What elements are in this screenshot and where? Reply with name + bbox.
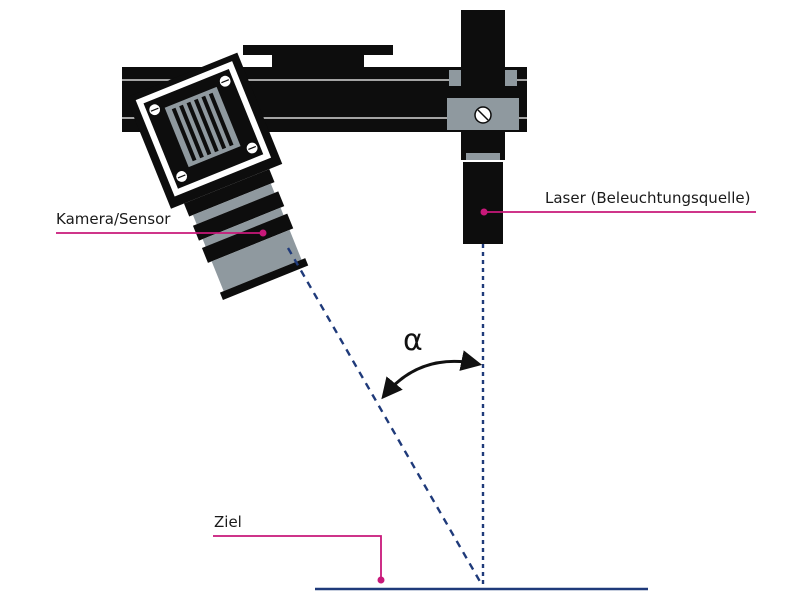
laser-label: Laser (Beleuchtungsquelle) [545,189,750,207]
target-callout-dot [377,576,385,584]
target-callout: Ziel [213,513,385,584]
laser-callout: Laser (Beleuchtungsquelle) [480,189,756,216]
camera-callout: Kamera/Sensor [56,210,267,237]
camera-view-line [286,247,484,586]
camera-assembly [126,52,309,300]
screw-icon [175,169,189,184]
angle-arc [381,350,483,400]
screw-icon [474,106,492,124]
camera-heatsink [164,86,241,168]
camera-label: Kamera/Sensor [56,210,171,228]
screw-icon [218,74,232,88]
angle-label: α [403,323,423,358]
rail-top-plate [243,45,393,55]
laser-callout-dot [480,208,488,216]
laser-neck-ring [466,153,500,160]
screw-icon [245,141,259,155]
target-label: Ziel [214,513,242,531]
laser-clamp-left-tab [449,70,461,86]
laser-emitter-head [463,162,503,244]
laser-lower-body [464,130,502,155]
screw-icon [148,103,162,117]
rail-mount-block [272,55,364,69]
laser-clamp-plate [447,86,519,98]
target-callout-line [213,535,382,580]
camera-callout-dot [259,229,267,237]
laser-clamp-right-tab [505,70,517,86]
laser-assembly [447,10,519,244]
camera-lens [183,169,309,300]
